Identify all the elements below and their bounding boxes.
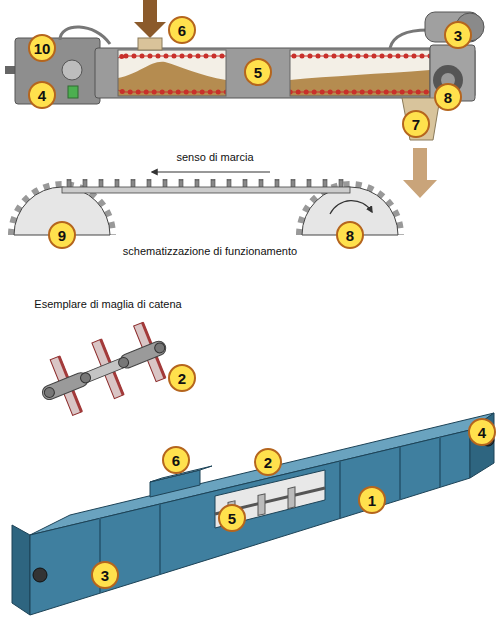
callout-number: 5 xyxy=(244,58,272,86)
callout-number: 2 xyxy=(254,448,282,476)
stiffener xyxy=(439,437,441,487)
cutaway xyxy=(95,48,475,98)
pipe xyxy=(60,27,110,44)
window-flight xyxy=(258,494,265,516)
callout-number: 1 xyxy=(358,486,386,514)
top-conveyor xyxy=(5,0,484,198)
chain-link-sample xyxy=(32,318,177,423)
callout-number: 6 xyxy=(162,446,190,474)
bearing xyxy=(33,568,47,582)
callout-number: 6 xyxy=(168,16,196,44)
outlet-arrow xyxy=(403,148,437,198)
callout-number: 9 xyxy=(48,221,76,249)
window-flight xyxy=(288,487,295,509)
casing xyxy=(95,48,475,98)
window-edge xyxy=(290,50,430,96)
rotation-arrow xyxy=(330,201,372,214)
inlet-chute xyxy=(138,38,162,50)
window-edge xyxy=(118,50,226,96)
callout-number: 4 xyxy=(28,81,56,109)
end-face xyxy=(12,525,30,615)
callout-number: 8 xyxy=(434,83,462,111)
callout-number: 8 xyxy=(336,221,364,249)
stiffener xyxy=(159,504,161,575)
tensioner xyxy=(62,60,82,80)
caption-text: Esemplare di maglia di catena xyxy=(32,298,183,311)
callout-number: 3 xyxy=(91,561,119,589)
outlet-chute xyxy=(402,98,440,140)
front-face xyxy=(30,430,470,615)
chain-roller xyxy=(117,356,130,369)
chain-roller xyxy=(153,341,166,354)
inlet-box xyxy=(150,470,200,497)
conveyor-3d xyxy=(12,413,494,615)
callout-number: 5 xyxy=(218,504,246,532)
pipe xyxy=(390,30,428,48)
chain xyxy=(62,187,350,193)
callout-number: 2 xyxy=(168,364,196,392)
callout-number: 3 xyxy=(444,21,472,49)
direction-arrow xyxy=(152,171,270,172)
callout-number: 10 xyxy=(28,34,57,62)
chain-loop xyxy=(108,56,462,92)
callout-number: 4 xyxy=(468,418,496,446)
stiffener xyxy=(399,447,401,500)
cutaway xyxy=(95,48,475,98)
chain-roller xyxy=(43,386,56,399)
stiffener xyxy=(339,461,341,518)
chain-roller xyxy=(79,371,92,384)
inlet-arrow xyxy=(134,0,166,38)
caption-text: schematizzazione di funzionamento xyxy=(121,245,299,258)
tensioner-sensor xyxy=(68,86,78,98)
callout-number: 7 xyxy=(402,110,430,138)
chain-loop xyxy=(108,56,462,92)
caption-text: senso di marcia xyxy=(174,151,255,164)
